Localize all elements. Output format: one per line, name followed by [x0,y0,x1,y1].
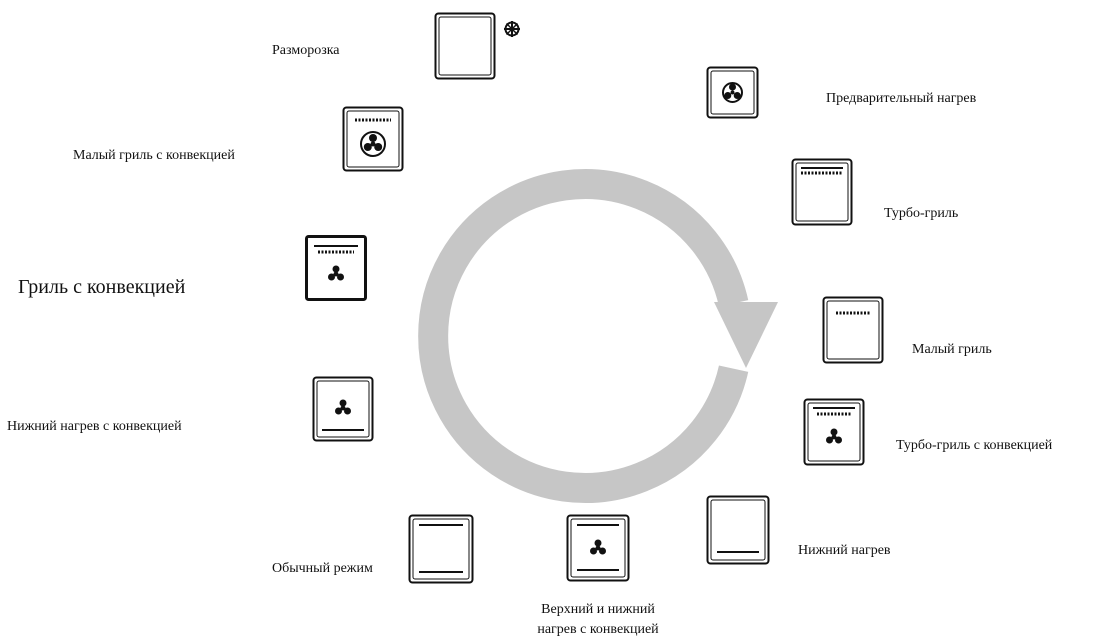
mode-label-top-bottom-convection-line2: нагрев с конвекцией [537,622,659,637]
grill-fan-icon [803,398,865,466]
bottom-heat-icon [706,495,770,565]
mode-label-turbo-grill: Турбо-гриль [884,206,959,221]
cycle-arrowhead [714,302,778,368]
mode-label-small-grill: Малый гриль [912,342,992,357]
bottom-fan-icon [312,376,374,442]
mode-label-preheat: Предварительный нагрев [826,91,977,106]
mode-label-conventional: Обычный режим [272,561,373,576]
top-bottom-heat-icon [408,514,474,584]
mode-label-bottom-heat: Нижний нагрев [798,543,891,558]
small-grill-icon [822,296,884,364]
mode-label-top-bottom-convection-line1: Верхний и нижний [541,602,655,617]
small-grill-fan-icon [342,106,404,172]
grill-fan-icon [305,235,367,301]
snowflake-icon [503,20,521,38]
full-grill-icon [791,158,853,226]
mode-label-grill-convection: Гриль с конвекцией [18,276,186,298]
mode-label-turbo-grill-convection: Турбо-гриль с конвекцией [896,438,1053,453]
defrost-icon [434,12,496,80]
top-bottom-fan-icon [566,514,630,582]
fan-icon [706,66,759,119]
mode-label-small-grill-convection: Малый гриль с конвекцией [73,148,235,163]
mode-label-bottom-heat-convection: Нижний нагрев с конвекцией [7,419,182,434]
mode-label-defrost: Разморозка [272,43,340,58]
